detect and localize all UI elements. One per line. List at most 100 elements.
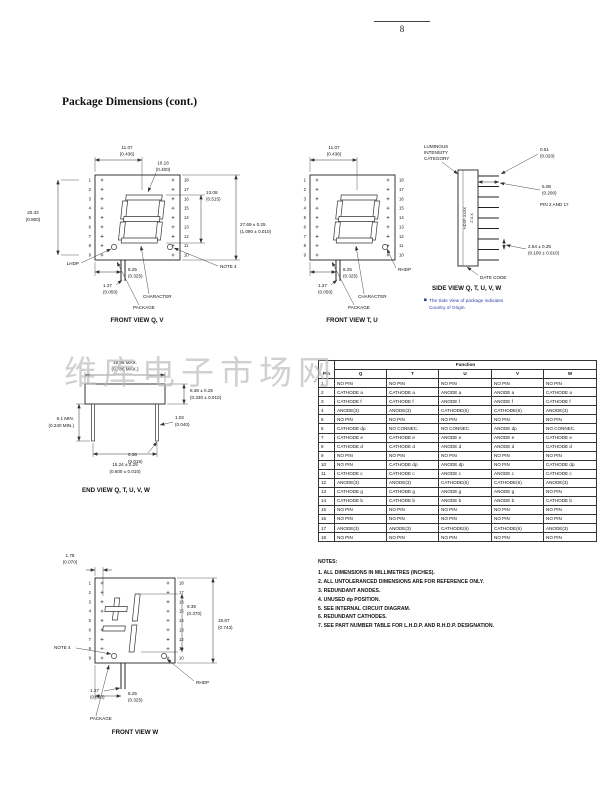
note-item: 4. UNUSED dp POSITION. bbox=[318, 596, 380, 603]
dim-label: 8.25 bbox=[128, 691, 137, 696]
notes-section: NOTES: 1. ALL DIMENSIONS IN MILLIMETRES … bbox=[318, 558, 600, 631]
function-cell: CATHODE d bbox=[386, 441, 439, 452]
function-cell: ANODE(3) bbox=[386, 405, 439, 416]
side-view-diagram: LUMINOUS INTENSITY CATEGORY 0.51 (0.020)… bbox=[424, 144, 569, 310]
function-cell: ANODE d bbox=[438, 441, 492, 452]
column-header-t: T bbox=[386, 369, 439, 380]
dim-label: (0.200) bbox=[542, 191, 557, 196]
package-end-outline bbox=[84, 383, 166, 405]
function-cell: CATHODE e bbox=[386, 432, 439, 443]
dim-label: 11.07 bbox=[328, 145, 340, 150]
function-cell: NO PIN bbox=[438, 532, 492, 543]
note-item: 7. SEE PART NUMBER TABLE FOR L.H.D.P. AN… bbox=[318, 623, 494, 630]
function-cell: CATHODE(6) bbox=[438, 405, 492, 416]
seven-segment-character bbox=[118, 194, 165, 244]
function-cell: NO PIN bbox=[386, 504, 439, 516]
function-cell: NO PIN bbox=[334, 459, 387, 470]
dim-label: (0.436) bbox=[120, 152, 135, 157]
function-cell: NO PIN bbox=[543, 378, 597, 389]
pin-number: 17 bbox=[179, 590, 184, 595]
dim-label: (0.330 ± 0.010) bbox=[190, 395, 222, 400]
pin-number: 14 bbox=[399, 215, 404, 220]
pin-number: 2 bbox=[89, 187, 92, 192]
dim-label: 8.25 bbox=[128, 267, 137, 272]
unused-dp-position bbox=[167, 244, 173, 250]
function-cell: ANODE c bbox=[438, 468, 492, 479]
function-cell: NO PIN bbox=[386, 514, 439, 525]
function-cell: CATHODE c bbox=[543, 468, 597, 479]
pin-number: 15 bbox=[184, 206, 189, 211]
pin-number: 8 bbox=[89, 243, 92, 248]
view-caption: FRONT VIEW W bbox=[112, 729, 159, 736]
page-title: Package Dimensions (cont.) bbox=[62, 96, 198, 108]
date-code-label: DATE CODE bbox=[480, 275, 506, 280]
notes-heading: NOTES: bbox=[318, 559, 338, 565]
dim-label: (0.370) bbox=[187, 611, 202, 616]
pin-number: 11 bbox=[399, 243, 404, 248]
dim-label: 1.27 bbox=[103, 283, 112, 288]
pin-number: 7 bbox=[89, 637, 92, 642]
pin-number: 7 bbox=[304, 234, 307, 239]
dim-label: (0.050) bbox=[318, 290, 333, 295]
dim-label: 1.27 bbox=[90, 688, 99, 693]
pin-number: 4 bbox=[89, 609, 92, 614]
function-cell: CATHODE dp bbox=[543, 459, 597, 470]
note-item: 1. ALL DIMENSIONS IN MILLIMETRES (INCHES… bbox=[318, 569, 435, 576]
function-cell: CATHODE dp bbox=[386, 459, 439, 470]
pin-cell: 6 bbox=[318, 423, 335, 434]
note-bullet bbox=[424, 298, 427, 302]
pin-number: 18 bbox=[399, 178, 404, 183]
function-cell: ANODE a bbox=[438, 387, 492, 398]
note4-label: NOTE 4 bbox=[54, 645, 71, 650]
luminous-label: LUMINOUS bbox=[424, 144, 448, 149]
pin-number: 12 bbox=[184, 234, 189, 239]
dim-label: 1.27 bbox=[318, 283, 327, 288]
pin-number: 13 bbox=[184, 225, 189, 230]
pin-number: 3 bbox=[89, 196, 92, 201]
pin-cell: 5 bbox=[318, 414, 335, 425]
table-header-row: Pin Function bbox=[318, 359, 597, 380]
pin-number: 6 bbox=[89, 225, 92, 230]
function-cell: NO PIN bbox=[334, 450, 387, 461]
rhdp-label: RHDP bbox=[398, 267, 411, 272]
pin-cell: 15 bbox=[318, 504, 335, 516]
function-cell: CATHODE(6) bbox=[438, 523, 492, 534]
seven-segment-character bbox=[333, 194, 380, 244]
pin-number: 12 bbox=[179, 637, 184, 642]
package-outline bbox=[309, 174, 396, 261]
dim-label: (0.040) bbox=[175, 422, 190, 427]
pin-number: 5 bbox=[89, 215, 92, 220]
package-outline bbox=[94, 577, 176, 664]
origin-note: Country of Origin. bbox=[429, 305, 466, 310]
lhdp-label: LHDP bbox=[67, 261, 79, 266]
pin-number: 16 bbox=[399, 196, 404, 201]
page-number: 8 bbox=[399, 24, 405, 34]
pin-number: 6 bbox=[89, 628, 92, 633]
pin-number: 11 bbox=[179, 646, 184, 651]
dim-label: 10.18 bbox=[157, 161, 169, 166]
dim-label: 13.08 bbox=[206, 190, 218, 195]
pin-number: 2 bbox=[89, 590, 92, 595]
function-cell: CATHODE d bbox=[543, 441, 597, 452]
note4-label: NOTE 4 bbox=[220, 264, 237, 269]
pins bbox=[478, 175, 499, 261]
dim-label: (0.786 MAX.) bbox=[111, 367, 139, 372]
pin-number: 4 bbox=[304, 206, 307, 211]
view-caption: SIDE VIEW Q, T, U, V, W bbox=[432, 285, 501, 292]
pin-number: 18 bbox=[179, 581, 184, 586]
pin-number: 10 bbox=[399, 253, 404, 258]
pin-cell: 3 bbox=[318, 396, 335, 407]
function-cell: NO PIN bbox=[543, 532, 597, 543]
view-caption: FRONT VIEW Q, V bbox=[111, 317, 165, 324]
function-cell: NO PIN bbox=[491, 459, 544, 470]
dim-label: (0.325) bbox=[128, 274, 143, 279]
package-label: PACKAGE bbox=[133, 305, 155, 310]
function-cell: NO PIN bbox=[543, 514, 597, 525]
function-cell: CATHODE a bbox=[386, 387, 439, 398]
function-cell: CATHODE dp bbox=[334, 423, 387, 434]
